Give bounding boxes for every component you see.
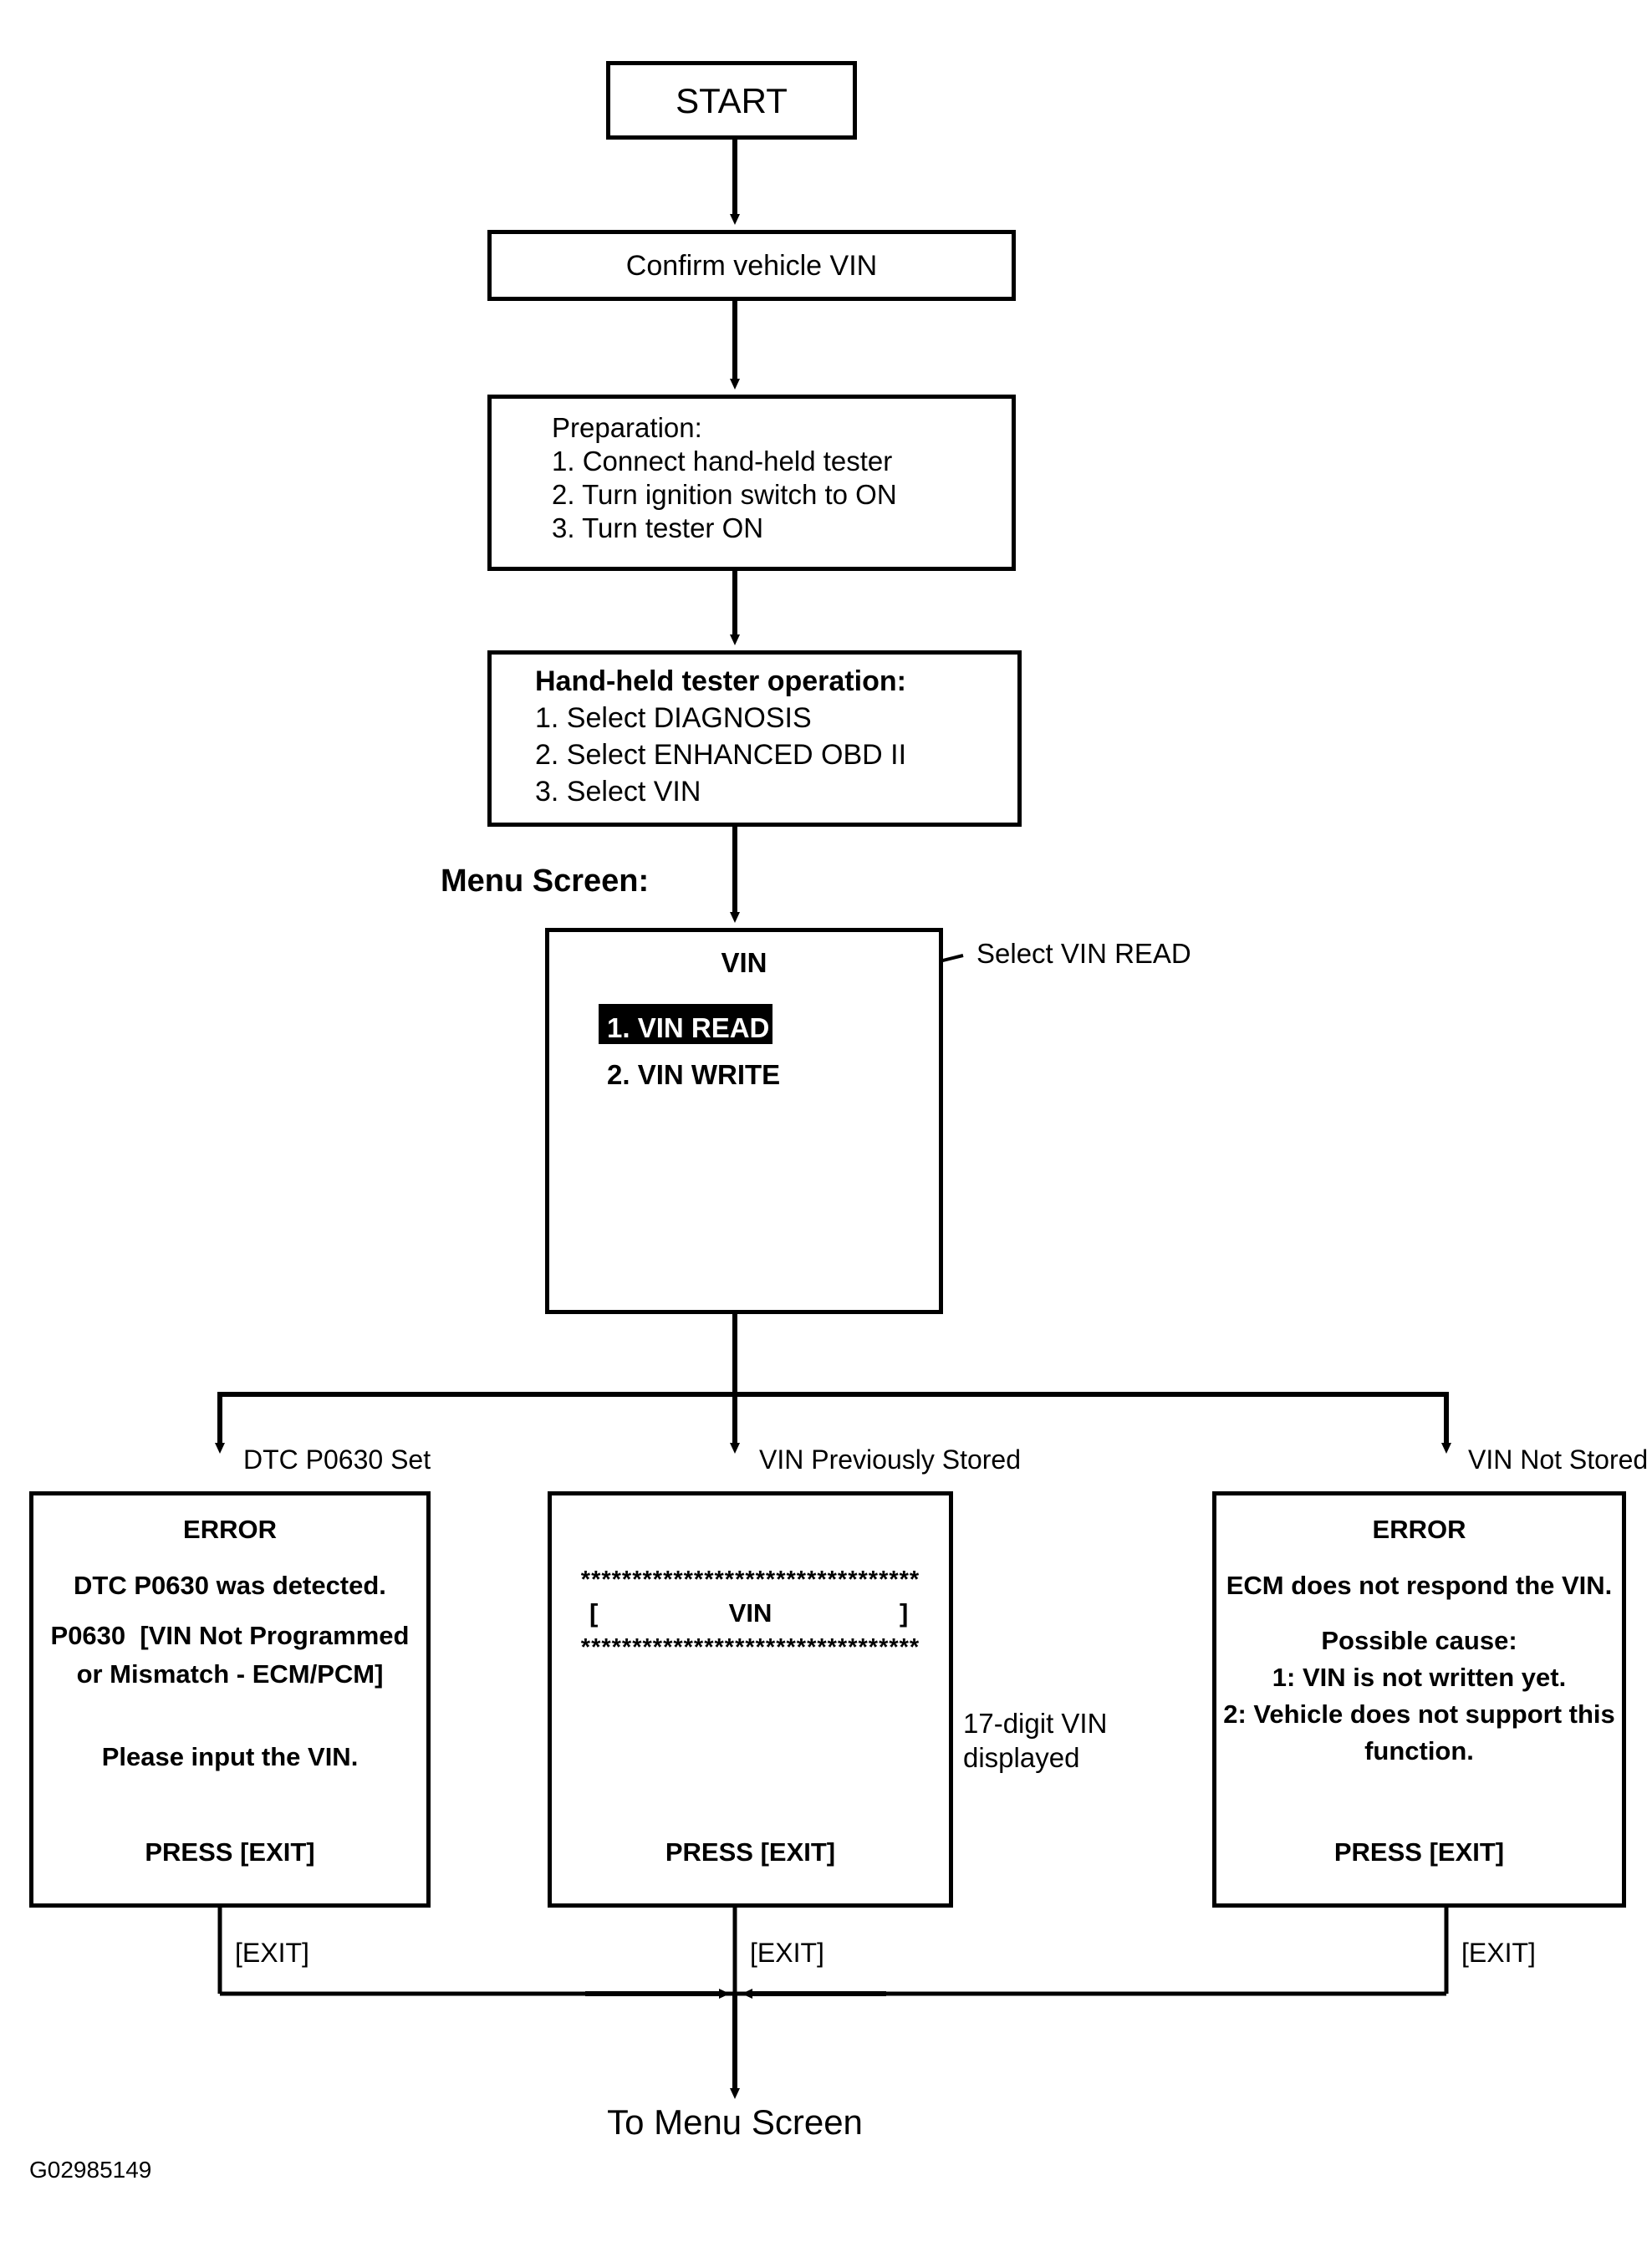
screen-dtc-error-line-1: DTC P0630 was detected. (74, 1571, 386, 1600)
branch-label-vin-not-stored: VIN Not Stored (1468, 1444, 1649, 1475)
node-tester-operation-step-1: 1. Select DIAGNOSIS (535, 702, 812, 734)
menu-item-vin-read[interactable] (599, 1004, 772, 1044)
screen-dtc-error-box (29, 1491, 431, 1908)
screen-vin-stored-bracket-close: ] (900, 1598, 909, 1628)
screen-vin-stored-callout-line-2: displayed (963, 1742, 1080, 1773)
screen-no-vin-error-line-4: 2: Vehicle does not support this (1223, 1699, 1615, 1729)
screen-no-vin-error-title: ERROR (1372, 1515, 1466, 1544)
node-tester-operation-box (487, 650, 1022, 827)
exit-label-middle: [EXIT] (750, 1938, 824, 1968)
screen-vin-stored-rule-bottom: ********************************* (580, 1634, 920, 1661)
node-preparation-step-3: 3. Turn tester ON (552, 512, 764, 543)
screen-dtc-error-footer: PRESS [EXIT] (145, 1837, 315, 1867)
screen-no-vin-error-line-1: ECM does not respond the VIN. (1226, 1571, 1613, 1600)
screen-vin-stored-box (548, 1491, 953, 1908)
exit-label-right: [EXIT] (1461, 1938, 1536, 1968)
screen-dtc-error-line-3: or Mismatch - ECM/PCM] (76, 1659, 384, 1689)
screen-vin-stored-callout-line-1: 17-digit VIN (963, 1708, 1108, 1739)
menu-item-vin-write-label[interactable]: 2. VIN WRITE (607, 1059, 781, 1090)
menu-item-vin-read-label[interactable]: 1. VIN READ (607, 1012, 770, 1043)
menu-screen-box (545, 928, 943, 1314)
screen-vin-stored-bracket-open: [ (589, 1598, 599, 1628)
node-start-box (606, 61, 857, 140)
node-preparation-heading: Preparation: (552, 412, 702, 443)
node-preparation-box (487, 395, 1016, 571)
node-tester-operation-step-3: 3. Select VIN (535, 776, 701, 808)
node-tester-operation-heading: Hand-held tester operation: (535, 665, 906, 697)
node-confirm-vin-label: Confirm vehicle VIN (625, 250, 878, 282)
screen-vin-stored-footer: PRESS [EXIT] (665, 1837, 836, 1867)
screen-no-vin-error-line-2: Possible cause: (1321, 1626, 1517, 1655)
screen-no-vin-error-line-3: 1: VIN is not written yet. (1272, 1663, 1567, 1692)
screen-vin-stored-vin-label: VIN (728, 1598, 772, 1628)
menu-screen-title: VIN (721, 947, 767, 978)
exit-label-left: [EXIT] (235, 1938, 309, 1968)
screen-dtc-error-line-4: Please input the VIN. (101, 1742, 359, 1771)
screen-vin-stored-rule-top: ********************************* (580, 1567, 920, 1593)
menu-screen-callout-label: Select VIN READ (976, 938, 1191, 969)
screen-no-vin-error-line-5: function. (1364, 1736, 1474, 1765)
node-start-label: START (676, 81, 788, 120)
branch-label-dtc-set: DTC P0630 Set (243, 1444, 431, 1475)
screen-dtc-error-title: ERROR (183, 1515, 277, 1544)
node-preparation-step-2: 2. Turn ignition switch to ON (552, 479, 897, 510)
screen-no-vin-error-box (1212, 1491, 1626, 1908)
node-to-menu-screen-label: To Menu Screen (607, 2102, 863, 2142)
node-tester-operation-step-2: 2. Select ENHANCED OBD II (535, 739, 907, 771)
branch-label-vin-previously-stored: VIN Previously Stored (759, 1444, 1022, 1475)
node-confirm-vin-box (487, 230, 1016, 301)
menu-screen-caption: Menu Screen: (441, 864, 650, 899)
screen-dtc-error-line-2: P0630 [VIN Not Programmed (50, 1621, 410, 1650)
screen-no-vin-error-footer: PRESS [EXIT] (1333, 1837, 1505, 1867)
node-preparation-step-1: 1. Connect hand-held tester (552, 446, 893, 476)
figure-id-label: G02985149 (29, 2157, 152, 2183)
